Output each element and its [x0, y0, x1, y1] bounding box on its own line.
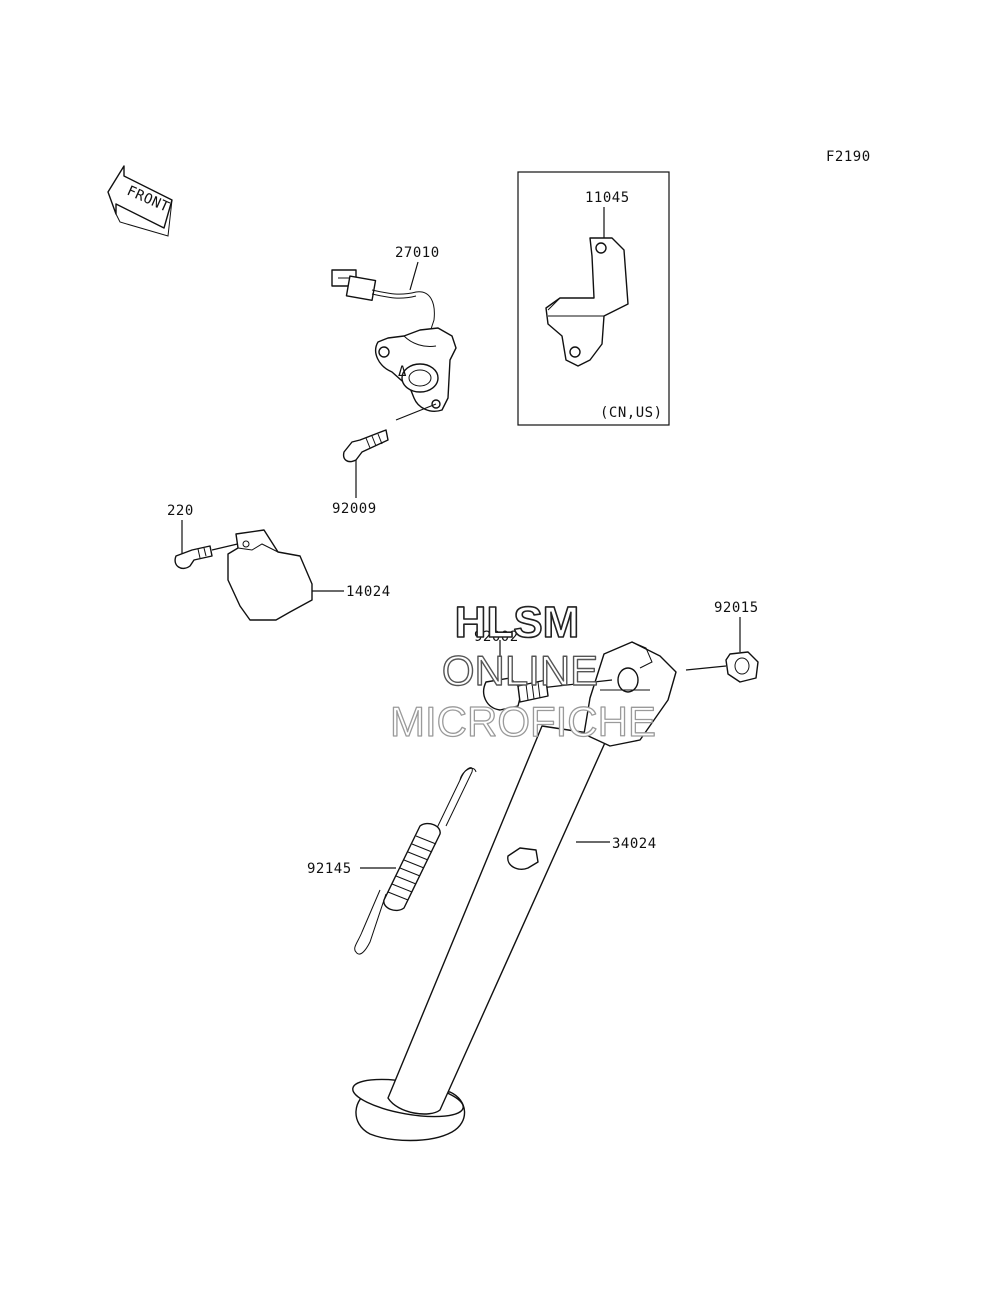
part-label-220: 220: [167, 503, 194, 519]
switch-wire: [371, 289, 435, 333]
part-label-27010: 27010: [395, 245, 440, 261]
part-label-14024: 14024: [346, 584, 391, 600]
watermark: HLSM ONLINE MICROFICHE: [389, 597, 656, 745]
nut-92015: 92015: [685, 600, 759, 683]
part-label-92145: 92145: [307, 861, 352, 877]
bracket-11045: [545, 237, 629, 367]
switch-assembly: 27010 Δ: [331, 245, 457, 412]
front-arrow-icon: FRONT: [107, 165, 173, 237]
part-label-34024: 34024: [612, 836, 657, 852]
screw-92009: 92009: [332, 403, 437, 517]
part-label-11045: 11045: [585, 190, 630, 206]
side-stand-34024: 34024: [352, 641, 677, 1142]
bolt-axis-line: [539, 679, 613, 689]
region-note: (CN,US): [600, 405, 663, 421]
part-label-92009: 92009: [332, 501, 377, 517]
part-label-92002: 92002: [474, 629, 519, 645]
watermark-line-3: MICROFICHE: [390, 698, 656, 745]
figure-code: F2190: [826, 149, 871, 165]
watermark-line-1: HLSM: [455, 598, 580, 647]
spring-92145: 92145: [307, 767, 477, 955]
spring-coil: [383, 822, 441, 912]
switch-27010: Δ: [374, 327, 457, 412]
nut-axis-line: [685, 665, 727, 671]
svg-text:Δ: Δ: [398, 364, 407, 380]
watermark-line-2: ONLINE: [442, 647, 598, 694]
connector-icon: [331, 269, 377, 301]
part-label-92015: 92015: [714, 600, 759, 616]
cover-14024: 14024: [227, 529, 391, 621]
screw-axis-line: [395, 403, 437, 421]
bracket-box: 11045 (CN,US): [517, 171, 670, 426]
bolt-92002: 92002: [474, 629, 613, 711]
leader-27010: [409, 261, 419, 291]
region-box: [517, 171, 670, 426]
